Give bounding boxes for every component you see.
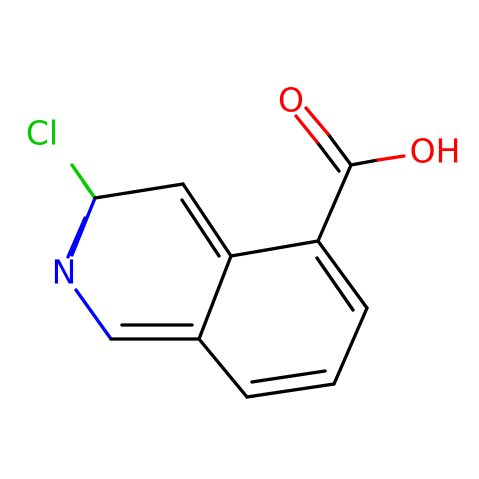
bond-c3-cl-inner — [82, 181, 97, 200]
atom-cl-label: Cl — [26, 114, 58, 153]
bond-c6-c7 — [332, 306, 369, 386]
bonds — [66, 106, 406, 399]
bond-c4-c4a — [181, 182, 233, 258]
atom-oh-label: OH — [410, 132, 461, 171]
bond-c5-c6 — [316, 239, 369, 310]
bond-c5-c6-double — [315, 256, 355, 312]
bond-c3-c4 — [93, 182, 185, 200]
bond-c5-ccooh — [316, 163, 353, 243]
bond-c7-c8-double — [250, 369, 327, 384]
bond-c3-n — [70, 196, 97, 257]
bond-c4a-c8a — [197, 254, 233, 341]
atom-n-label: N — [52, 253, 77, 292]
bond-c-oh — [349, 158, 380, 167]
bond-c3-n-double — [66, 216, 87, 259]
bond-c-o-double-b — [315, 140, 341, 173]
bond-c-o-double-a-red — [304, 106, 330, 136]
bond-c-oh-red — [376, 154, 406, 162]
bond-c4-c4a-double — [180, 198, 221, 258]
bond-c7-c8 — [245, 382, 336, 399]
bond-c4a-c5 — [229, 239, 320, 258]
bond-c-o-double-a — [326, 132, 353, 167]
bond-c8-c8a — [197, 337, 249, 399]
atom-labels: Cl N O OH — [26, 81, 461, 292]
atom-o-carbonyl-label: O — [278, 81, 304, 120]
bond-c-o-double-b-red — [294, 114, 319, 144]
bond-n-c1 — [74, 288, 113, 341]
